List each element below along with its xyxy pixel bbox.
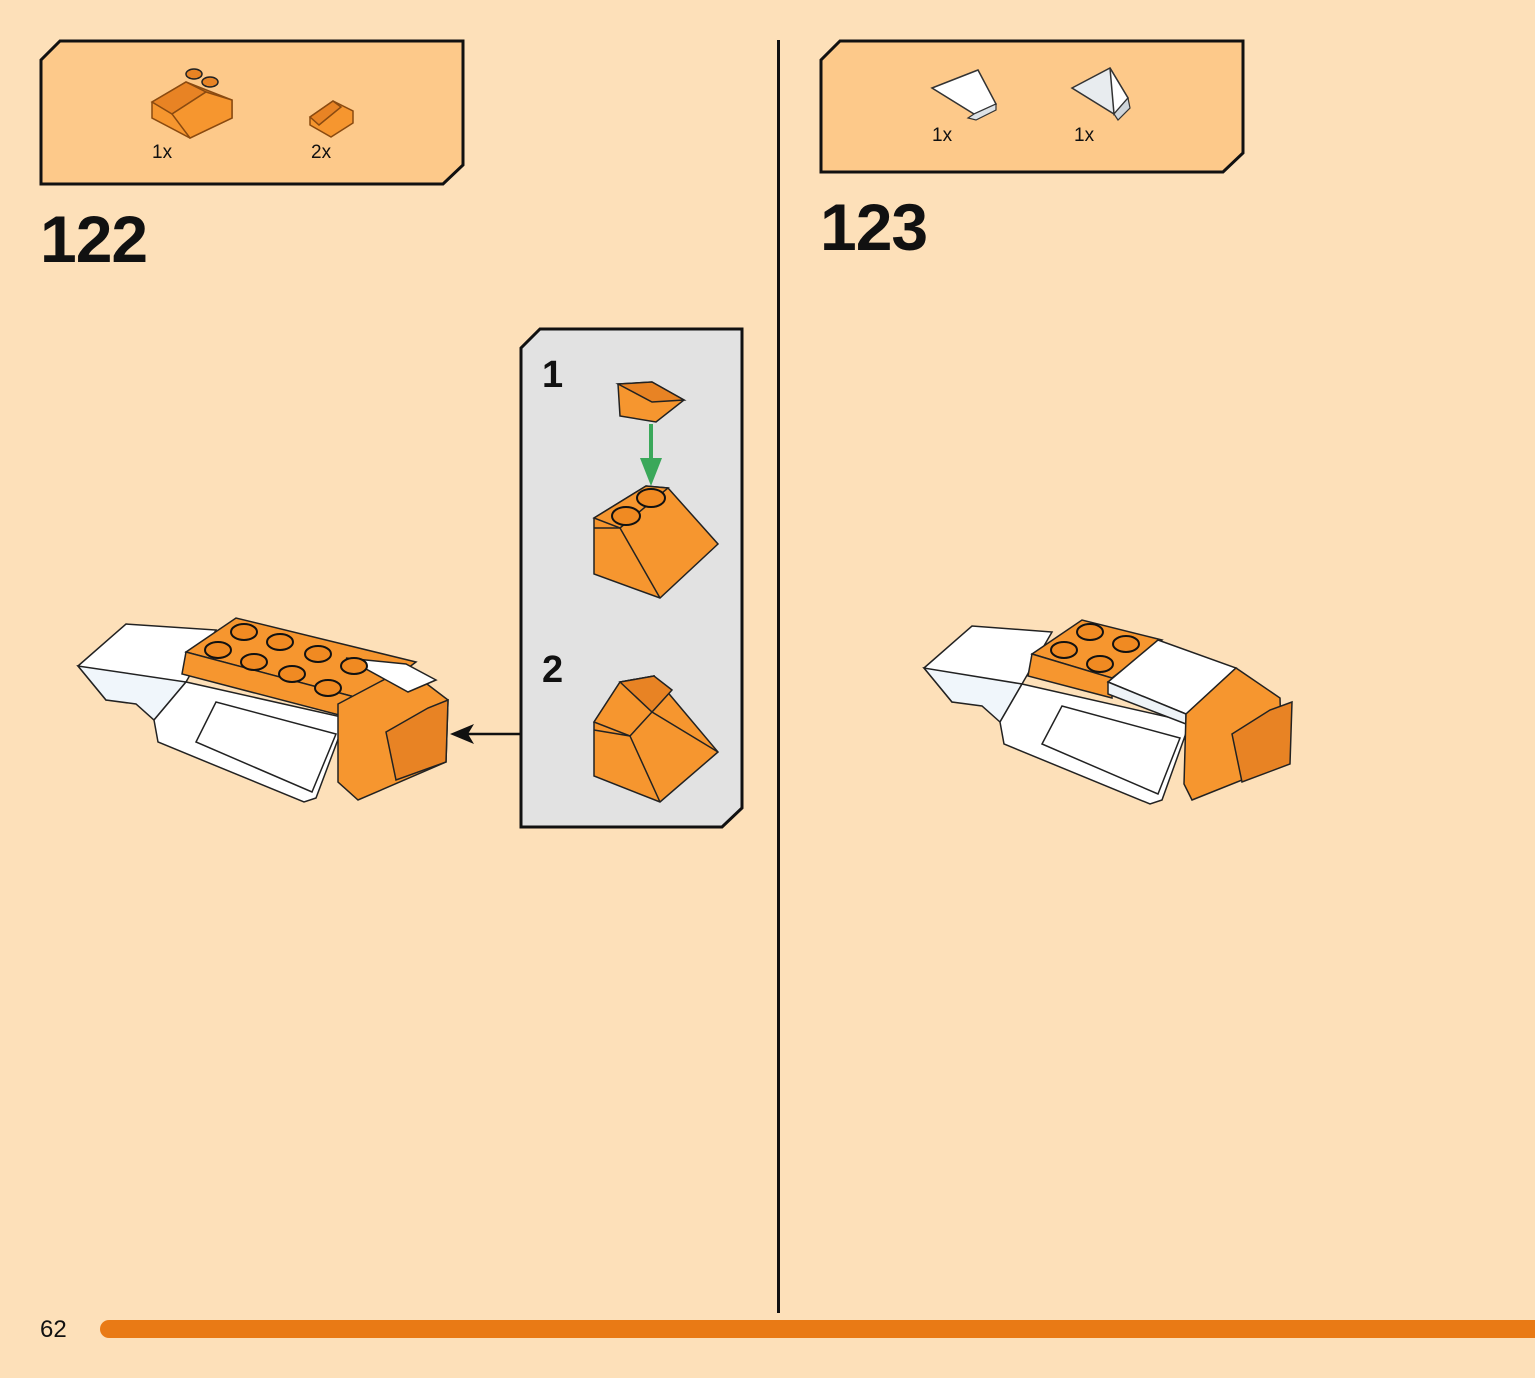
white-wedge-left-icon: [930, 69, 998, 121]
callout-arrow: [450, 724, 520, 744]
parts-callout-123: [819, 39, 1245, 174]
part-qty: 1x: [932, 125, 953, 146]
orange-1x1-slope-icon: [308, 100, 354, 138]
model-assembly-122: [76, 617, 449, 803]
substep-number: 2: [542, 649, 564, 691]
step-number: 123: [820, 190, 928, 264]
substep-2-drawing: [592, 675, 720, 803]
model-assembly-123: [922, 619, 1293, 805]
part-qty: 1x: [1074, 125, 1095, 146]
progress-bar: [100, 1320, 1535, 1338]
part-qty: 2x: [311, 142, 332, 163]
parts-callout-122: [39, 39, 465, 186]
page-divider: [777, 40, 780, 1313]
substep-1-drawing: [592, 381, 720, 599]
orange-2x2-slope-brick-icon: [150, 68, 233, 139]
page-number: 62: [40, 1316, 67, 1343]
white-wedge-right-icon: [1070, 67, 1131, 121]
step-number: 122: [40, 202, 148, 276]
part-qty: 1x: [152, 142, 173, 163]
substep-number: 1: [542, 354, 564, 396]
